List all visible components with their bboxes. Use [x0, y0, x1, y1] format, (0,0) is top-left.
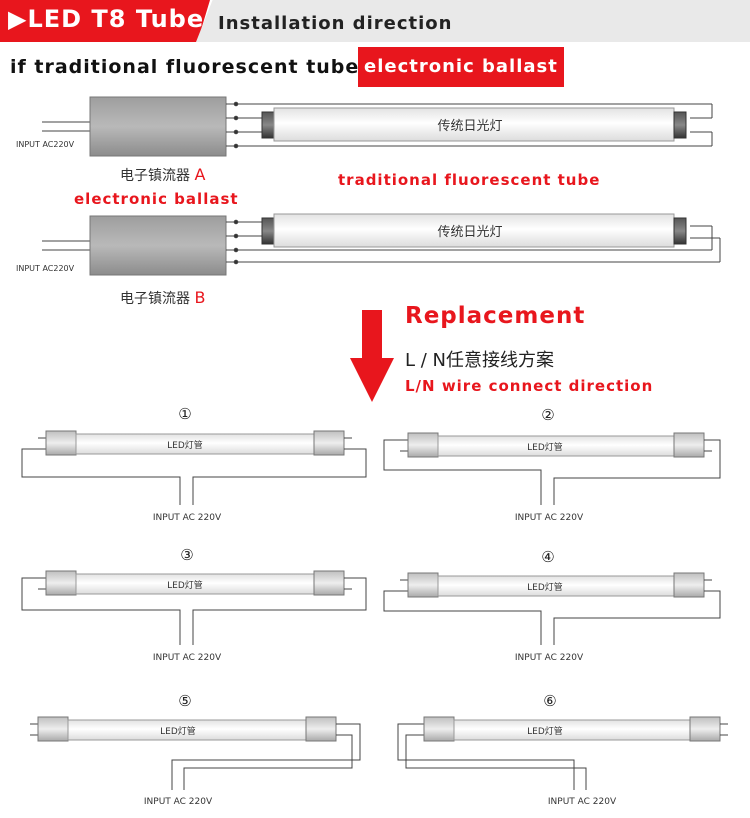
- led-number-1: ①: [178, 405, 191, 423]
- led-diagram-5: [30, 716, 361, 790]
- ballast-a-input-label: INPUT AC220V: [16, 140, 75, 149]
- header-gray-banner: [196, 0, 750, 42]
- led-number-3: ③: [180, 546, 193, 564]
- led-number-4: ④: [541, 548, 554, 566]
- led-3-tube-label: LED灯管: [167, 579, 203, 591]
- led-2-tube-label: LED灯管: [527, 441, 563, 453]
- replacement-english: L/N wire connect direction: [405, 377, 654, 395]
- header-title: ▶LED T8 Tube: [8, 5, 205, 33]
- led-3-input-label: INPUT AC 220V: [153, 653, 222, 663]
- led-number-6: ⑥: [543, 692, 556, 710]
- ballast-b-caption: 电子镇流器 B: [120, 288, 205, 308]
- header-red-banner: [0, 0, 210, 42]
- led-4-tube-label: LED灯管: [527, 581, 563, 593]
- led-diagram-3: [21, 570, 367, 645]
- replacement-chinese: L / N任意接线方案: [405, 350, 555, 371]
- ballast-a-box: [89, 96, 227, 157]
- led-1-input-label: INPUT AC 220V: [153, 513, 222, 523]
- led-diagram-2: [383, 432, 721, 505]
- ballast-b-box: [89, 215, 227, 276]
- ballast-b-input-label: INPUT AC220V: [16, 264, 75, 273]
- led-diagram-4: [383, 572, 721, 645]
- ballast-b-label: 电子镇流器: [120, 291, 190, 307]
- header-subtitle: Installation direction: [218, 13, 453, 34]
- led-6-tube-label: LED灯管: [527, 725, 563, 737]
- ballast-b-diagram: [42, 213, 721, 276]
- led-2-input-label: INPUT AC 220V: [515, 513, 584, 523]
- replacement-arrow-icon: [350, 310, 394, 402]
- led-number-5: ⑤: [178, 692, 191, 710]
- led-5-tube-label: LED灯管: [160, 725, 196, 737]
- fluorescent-tube-caption: traditional fluorescent tube: [338, 171, 601, 189]
- ballast-b-tube-label: 传统日光灯: [437, 225, 502, 240]
- ballast-a-diagram: [42, 96, 713, 157]
- ballast-a-letter: A: [194, 165, 206, 184]
- intro-label: if traditional fluorescent tube:: [10, 56, 368, 78]
- ballast-a-tube-label: 传统日光灯: [437, 119, 502, 134]
- ballast-a-label: 电子镇流器: [120, 168, 190, 184]
- ballast-b-letter: B: [194, 288, 206, 307]
- led-number-2: ②: [541, 406, 554, 424]
- led-4-input-label: INPUT AC 220V: [515, 653, 584, 663]
- replacement-title: Replacement: [405, 303, 586, 329]
- led-1-tube-label: LED灯管: [167, 439, 203, 451]
- electronic-ballast-badge: electronic ballast: [358, 47, 564, 87]
- led-5-input-label: INPUT AC 220V: [144, 797, 213, 807]
- led-6-input-label: INPUT AC 220V: [548, 797, 617, 807]
- electronic-ballast-caption: electronic ballast: [74, 190, 239, 208]
- led-diagram-6: [397, 716, 728, 790]
- led-diagram-1: [21, 430, 367, 505]
- ballast-a-caption: 电子镇流器 A: [120, 165, 205, 185]
